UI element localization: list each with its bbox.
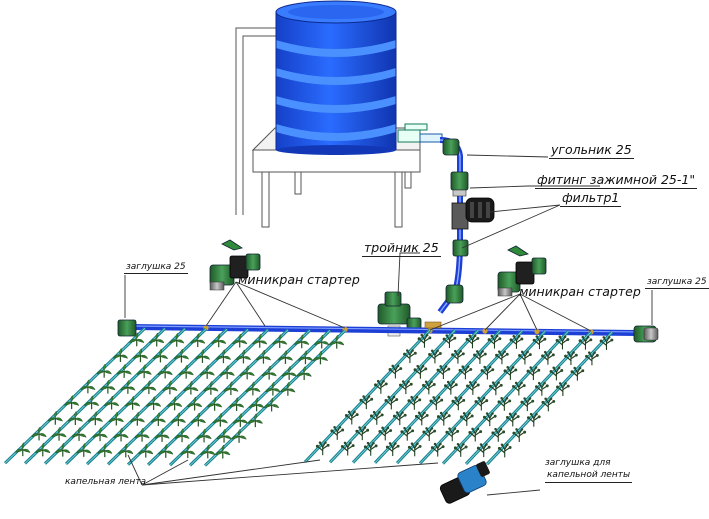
drip-tape	[188, 329, 332, 467]
label-tee: тройник 25	[362, 240, 441, 257]
drip-tape	[373, 329, 502, 464]
drip-tape	[126, 328, 270, 466]
drip-tape	[464, 330, 593, 465]
label-elbow: угольник 25	[549, 142, 634, 159]
drip-tape	[485, 331, 614, 466]
label-valve-right: миникран стартер	[519, 284, 641, 299]
label-drip-tape: капельная лента	[65, 477, 147, 487]
water-tank-icon	[275, 0, 397, 155]
drip-tape	[3, 327, 147, 465]
valve-icon	[209, 239, 261, 291]
plant-rows	[14, 332, 614, 460]
label-filter: фильтр1	[560, 190, 622, 207]
drip-tape	[85, 328, 229, 466]
label-valve-left: миникран стартер	[238, 272, 360, 287]
label-tape-plug-line1: заглушка для	[545, 458, 611, 468]
drip-tape	[168, 329, 312, 467]
drip-tape	[441, 330, 570, 465]
drip-tape	[395, 330, 524, 465]
drip-tapes	[3, 327, 614, 467]
label-tape-plug: заглушка для капельной ленты	[545, 457, 633, 483]
drip-tape	[328, 329, 457, 464]
valve-icon	[497, 245, 547, 297]
label-plug-left: заглушка 25	[124, 262, 188, 274]
drip-tape	[351, 329, 480, 464]
label-fitting: фитинг зажимной 25-1"	[535, 172, 698, 189]
drip-tape	[146, 328, 290, 466]
drip-tape	[418, 330, 547, 465]
drip-tape	[303, 328, 432, 464]
filter-icon	[445, 197, 495, 304]
leader-lines	[124, 154, 653, 496]
drip-tape	[43, 327, 187, 465]
drip-tape	[23, 327, 167, 465]
plug-icon	[117, 319, 659, 343]
tank-tap	[397, 123, 443, 143]
label-tape-plug-line2: капельной ленты	[545, 469, 633, 483]
drip-tape	[64, 327, 208, 465]
tape-plug-icon	[439, 461, 490, 504]
label-plug-right: заглушка 25	[645, 277, 709, 289]
